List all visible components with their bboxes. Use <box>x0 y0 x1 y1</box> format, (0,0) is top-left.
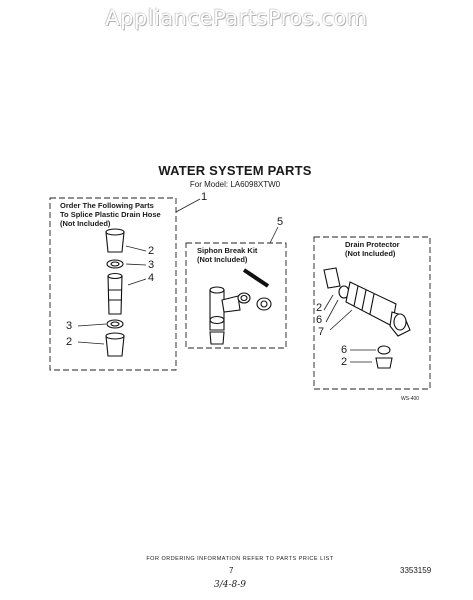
drain-hose-kit-label: Order The Following Parts To Splice Plas… <box>60 201 161 228</box>
protector-coupling <box>323 267 341 289</box>
leader-2c <box>323 294 334 311</box>
leader-3b <box>77 323 107 327</box>
siphon-kit-label: Siphon Break Kit (Not Included) <box>197 246 257 264</box>
siphon-kit-line2: (Not Included) <box>197 255 248 264</box>
page-number: 7 <box>229 566 234 575</box>
drain-hose-kit-box <box>49 197 177 371</box>
callout-7: 7 <box>318 326 325 338</box>
drain-protector-kit-box <box>313 236 431 390</box>
ordering-note: FOR ORDERING INFORMATION REFER TO PARTS … <box>146 556 334 562</box>
model-label: For Model: LA6098XTW0 <box>189 180 281 189</box>
drain-hose-parts <box>105 228 125 357</box>
siphon-hose <box>242 268 270 288</box>
leader-4 <box>127 278 147 286</box>
leader-5 <box>269 226 279 244</box>
drain-protector-kit-line1: Drain Protector <box>345 240 400 249</box>
callout-1: 1 <box>201 191 208 203</box>
watermark-text: AppliancePartsPros.com <box>105 6 368 30</box>
callout-3-bottom: 3 <box>66 320 73 332</box>
leader-2b <box>77 341 105 345</box>
callout-2-bottom: 2 <box>66 336 73 348</box>
callout-3-top: 3 <box>148 259 155 271</box>
figure-code: WS-400 <box>401 396 420 402</box>
handwritten-note: 3/4-8-9 <box>214 580 247 590</box>
siphon-kit-box <box>185 242 287 349</box>
protector-clamp-lower <box>377 345 391 355</box>
callout-5: 5 <box>277 216 284 228</box>
callout-4: 4 <box>148 272 155 284</box>
drain-protector-kit-line2: (Not Included) <box>345 249 396 258</box>
callout-2-protector: 2 <box>316 302 323 314</box>
leader-6a <box>325 299 339 323</box>
drain-protector-parts <box>323 267 411 369</box>
leader-3a <box>125 263 147 266</box>
siphon-coupling <box>209 331 225 345</box>
siphon-kit-line1: Siphon Break Kit <box>197 246 258 255</box>
connector-pipe <box>107 275 123 315</box>
diagram-title: WATER SYSTEM PARTS <box>158 163 312 178</box>
drain-hose-kit-line3: (Not Included) <box>60 219 111 228</box>
callout-2-top: 2 <box>148 245 155 257</box>
siphon-clamp-bottom <box>209 315 225 325</box>
drain-hose-kit-line2: To Splice Plastic Drain Hose <box>60 210 161 219</box>
callout-6-protector: 6 <box>316 314 323 326</box>
drain-protector-kit-label: Drain Protector (Not Included) <box>345 240 400 258</box>
callout-6-lower: 6 <box>341 344 348 356</box>
siphon-parts <box>209 268 272 345</box>
leader-2a <box>125 245 147 252</box>
callout-2-lower: 2 <box>341 356 348 368</box>
leader-1 <box>175 198 201 213</box>
protector-body <box>345 281 397 327</box>
drain-hose-kit-line1: Order The Following Parts <box>60 201 154 210</box>
leader-7 <box>329 309 353 331</box>
document-number: 3353159 <box>400 566 432 575</box>
protector-coupling-lower <box>375 357 393 369</box>
